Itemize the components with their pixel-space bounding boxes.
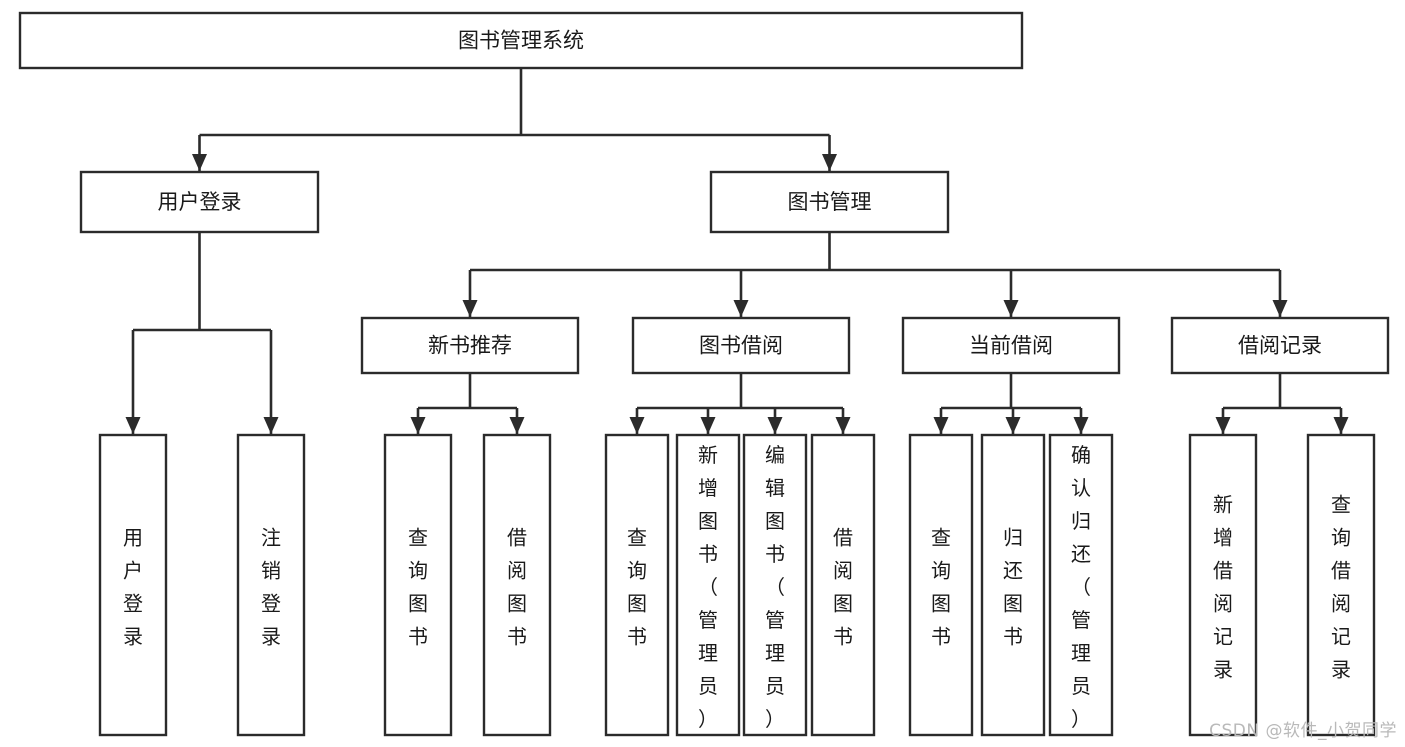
node-l1-图书管理[interactable]: 图书管理 bbox=[709, 170, 950, 234]
edge-book-management-drop-0-arrowhead bbox=[462, 300, 478, 317]
node-l1-图书管理-box[interactable] bbox=[709, 170, 950, 234]
edge-user-login-drop-0-arrowhead bbox=[125, 417, 141, 434]
edge-图书借阅-drop-3-arrowhead bbox=[835, 417, 851, 434]
node-leaf-8-查询图书[interactable]: 查询图书 bbox=[908, 433, 974, 737]
node-leaf-11-新增借阅记录[interactable]: 新增借阅记录 bbox=[1188, 433, 1258, 737]
node-leaf-7-借阅图书-label: 借阅图书 bbox=[833, 526, 853, 649]
node-l2-借阅记录-label: 借阅记录 bbox=[1238, 334, 1322, 358]
node-leaf-12-查询借阅记录-box[interactable] bbox=[1306, 433, 1376, 737]
edge-图书借阅-drop-2-arrowhead bbox=[767, 417, 783, 434]
node-leaf-9-归还图书-label: 归还图书 bbox=[1003, 526, 1023, 649]
node-l1-图书管理-label: 图书管理 bbox=[788, 190, 872, 214]
node-leaf-2-查询图书-box[interactable] bbox=[383, 433, 453, 737]
node-l2-借阅记录[interactable]: 借阅记录 bbox=[1170, 316, 1390, 375]
node-leaf-3-借阅图书[interactable]: 借阅图书 bbox=[482, 433, 552, 737]
node-leaf-8-查询图书-label: 查询图书 bbox=[931, 526, 951, 649]
node-leaf-0-用户登录[interactable]: 用户登录 bbox=[98, 433, 168, 737]
node-leaf-6-编辑图书管理员-box[interactable] bbox=[742, 433, 808, 737]
node-leaf-7-借阅图书-box[interactable] bbox=[810, 433, 876, 737]
edge-新书推荐-drop-1-arrowhead bbox=[509, 417, 525, 434]
node-leaf-7-借阅图书[interactable]: 借阅图书 bbox=[810, 433, 876, 737]
edge-当前借阅-drop-2-arrowhead bbox=[1073, 417, 1089, 434]
node-leaf-3-借阅图书-box[interactable] bbox=[482, 433, 552, 737]
node-leaf-3-借阅图书-label: 借阅图书 bbox=[507, 526, 527, 649]
node-l2-当前借阅[interactable]: 当前借阅 bbox=[901, 316, 1121, 375]
edge-root-drop-1-arrowhead bbox=[822, 154, 837, 171]
node-leaf-2-查询图书-label: 查询图书 bbox=[408, 526, 428, 649]
node-l2-当前借阅-box[interactable] bbox=[901, 316, 1121, 375]
node-leaf-4-查询图书-box[interactable] bbox=[604, 433, 670, 737]
node-leaf-10-确认归还管理员-label: 确认归还（管理员） bbox=[1071, 443, 1091, 731]
node-leaf-4-查询图书-label: 查询图书 bbox=[627, 526, 647, 649]
edge-当前借阅-drop-0-arrowhead bbox=[933, 417, 949, 434]
node-l1-用户登录-box[interactable] bbox=[79, 170, 320, 234]
edge-book-management-drop-1-arrowhead bbox=[733, 300, 749, 317]
node-leaf-1-注销登录-box[interactable] bbox=[236, 433, 306, 737]
node-leaf-5-新增图书管理员-box[interactable] bbox=[675, 433, 741, 737]
node-l2-新书推荐-label: 新书推荐 bbox=[428, 334, 512, 358]
node-leaf-11-新增借阅记录-label: 新增借阅记录 bbox=[1213, 493, 1233, 682]
node-root-图书管理系统[interactable]: 图书管理系统 bbox=[18, 11, 1024, 70]
node-root-图书管理系统-box[interactable] bbox=[18, 11, 1024, 70]
node-leaf-12-查询借阅记录[interactable]: 查询借阅记录 bbox=[1306, 433, 1376, 737]
node-leaf-6-编辑图书管理员-label: 编辑图书（管理员） bbox=[765, 443, 785, 731]
node-leaf-0-用户登录-box[interactable] bbox=[98, 433, 168, 737]
node-l2-当前借阅-label: 当前借阅 bbox=[969, 334, 1053, 358]
watermark-text: CSDN @软件_小贺同学 bbox=[1209, 721, 1397, 741]
edge-user-login-drop-1-arrowhead bbox=[263, 417, 279, 434]
node-l2-新书推荐[interactable]: 新书推荐 bbox=[360, 316, 580, 375]
node-leaf-2-查询图书[interactable]: 查询图书 bbox=[383, 433, 453, 737]
node-leaf-4-查询图书[interactable]: 查询图书 bbox=[604, 433, 670, 737]
edge-book-management-drop-2-arrowhead bbox=[1003, 300, 1019, 317]
edge-当前借阅-drop-1-arrowhead bbox=[1005, 417, 1021, 434]
node-layer: 图书管理系统用户登录图书管理新书推荐图书借阅当前借阅借阅记录用户登录注销登录查询… bbox=[18, 11, 1390, 737]
node-leaf-0-用户登录-label: 用户登录 bbox=[123, 526, 143, 649]
node-leaf-10-确认归还管理员[interactable]: 确认归还（管理员） bbox=[1048, 433, 1114, 737]
node-l1-用户登录-label: 用户登录 bbox=[158, 190, 242, 214]
node-l2-图书借阅-label: 图书借阅 bbox=[699, 334, 783, 358]
node-leaf-1-注销登录-label: 注销登录 bbox=[261, 526, 281, 649]
node-leaf-12-查询借阅记录-label: 查询借阅记录 bbox=[1331, 493, 1351, 682]
connector-layer bbox=[125, 68, 1349, 434]
node-leaf-5-新增图书管理员-label: 新增图书（管理员） bbox=[698, 443, 718, 731]
node-leaf-9-归还图书[interactable]: 归还图书 bbox=[980, 433, 1046, 737]
node-leaf-5-新增图书管理员[interactable]: 新增图书（管理员） bbox=[675, 433, 741, 737]
node-leaf-9-归还图书-box[interactable] bbox=[980, 433, 1046, 737]
node-leaf-8-查询图书-box[interactable] bbox=[908, 433, 974, 737]
node-l2-借阅记录-box[interactable] bbox=[1170, 316, 1390, 375]
edge-借阅记录-drop-0-arrowhead bbox=[1215, 417, 1231, 434]
edge-新书推荐-drop-0-arrowhead bbox=[410, 417, 426, 434]
node-leaf-6-编辑图书管理员[interactable]: 编辑图书（管理员） bbox=[742, 433, 808, 737]
node-leaf-1-注销登录[interactable]: 注销登录 bbox=[236, 433, 306, 737]
node-leaf-10-确认归还管理员-box[interactable] bbox=[1048, 433, 1114, 737]
node-root-图书管理系统-label: 图书管理系统 bbox=[458, 29, 584, 53]
edge-借阅记录-drop-1-arrowhead bbox=[1333, 417, 1349, 434]
node-l2-新书推荐-box[interactable] bbox=[360, 316, 580, 375]
edge-root-drop-0-arrowhead bbox=[192, 154, 207, 171]
edge-图书借阅-drop-0-arrowhead bbox=[629, 417, 645, 434]
edge-图书借阅-drop-1-arrowhead bbox=[700, 417, 716, 434]
node-leaf-11-新增借阅记录-box[interactable] bbox=[1188, 433, 1258, 737]
node-l2-图书借阅[interactable]: 图书借阅 bbox=[631, 316, 851, 375]
node-l2-图书借阅-box[interactable] bbox=[631, 316, 851, 375]
edge-book-management-drop-3-arrowhead bbox=[1272, 300, 1288, 317]
node-l1-用户登录[interactable]: 用户登录 bbox=[79, 170, 320, 234]
